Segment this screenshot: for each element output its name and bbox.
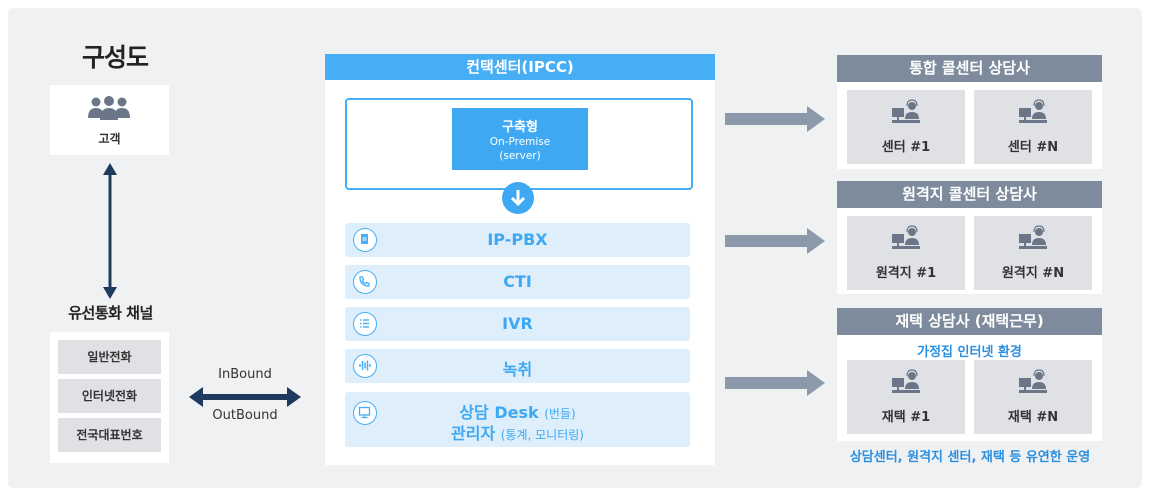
channel-item-general: 일반전화 bbox=[58, 340, 161, 374]
diagram-title: 구성도 bbox=[81, 43, 149, 72]
module-label: CTI bbox=[503, 272, 532, 291]
agent-label: 재택 #1 bbox=[881, 410, 931, 425]
module-ivr: IVR bbox=[345, 307, 690, 341]
bottom-note: 상담센터, 원격지 센터, 재택 등 유연한 운영 bbox=[849, 450, 1091, 465]
module-label: IP-PBX bbox=[487, 230, 548, 249]
agent-icon bbox=[892, 225, 920, 249]
arrow-to-home-agents bbox=[725, 370, 825, 396]
arrow-to-center-agents bbox=[725, 106, 825, 132]
agent-box: 재택 #N bbox=[974, 360, 1092, 434]
onprem-sub1: On-Premise bbox=[489, 136, 551, 148]
desk-line1: 상담 Desk (번들) bbox=[345, 399, 690, 423]
agent-icon bbox=[892, 369, 920, 393]
admin-note: (통계, 모니터링) bbox=[500, 428, 584, 442]
group-header-remote: 원격지 콜센터 상담사 bbox=[837, 181, 1102, 208]
customers-icon bbox=[88, 96, 130, 120]
module-desk: 상담 Desk (번들) 관리자 (통계, 모니터링) bbox=[345, 392, 690, 447]
inbound-label: InBound bbox=[218, 367, 272, 382]
document-icon bbox=[353, 228, 377, 252]
monitor-icon bbox=[353, 401, 377, 425]
horizontal-double-arrow bbox=[189, 387, 301, 407]
waveform-icon bbox=[353, 354, 377, 378]
channel-title: 유선통화 채널 bbox=[68, 304, 153, 322]
onprem-title: 구축형 bbox=[502, 120, 538, 135]
module-cti: CTI bbox=[345, 265, 690, 299]
agent-label: 센터 #N bbox=[1007, 140, 1059, 155]
agent-box: 원격지 #N bbox=[974, 216, 1092, 290]
agent-icon bbox=[1019, 99, 1047, 123]
list-icon bbox=[353, 312, 377, 336]
phone-icon bbox=[353, 270, 377, 294]
group-header-home: 재택 상담사 (재택근무) bbox=[837, 308, 1102, 335]
desk-note: (번들) bbox=[544, 407, 576, 421]
agent-box: 센터 #N bbox=[974, 90, 1092, 164]
down-arrow-icon bbox=[502, 182, 534, 214]
outbound-label: OutBound bbox=[212, 408, 278, 423]
module-recording: 녹취 bbox=[345, 349, 690, 383]
onprem-label-box: 구축형 On-Premise (server) bbox=[452, 108, 588, 170]
agent-label: 센터 #1 bbox=[881, 140, 931, 155]
agent-box: 원격지 #1 bbox=[847, 216, 965, 290]
vertical-double-arrow bbox=[103, 163, 117, 299]
module-ip-pbx: IP-PBX bbox=[345, 223, 690, 257]
arrow-to-remote-agents bbox=[725, 228, 825, 254]
channel-item-national: 전국대표번호 bbox=[58, 418, 161, 452]
customer-label: 고객 bbox=[98, 132, 121, 146]
ipcc-header: 컨택센터(IPCC) bbox=[325, 54, 715, 80]
agent-icon bbox=[1019, 369, 1047, 393]
customer-box: 고객 bbox=[50, 85, 169, 155]
agent-icon bbox=[892, 99, 920, 123]
group-header-center: 통합 콜센터 상담사 bbox=[837, 55, 1102, 82]
agent-box: 재택 #1 bbox=[847, 360, 965, 434]
module-label: 녹취 bbox=[502, 360, 533, 379]
agent-icon bbox=[1019, 225, 1047, 249]
agent-label: 원격지 #1 bbox=[875, 266, 937, 281]
desk-title: 상담 Desk bbox=[459, 403, 539, 422]
home-network-label: 가정집 인터넷 환경 bbox=[917, 345, 1022, 360]
admin-title: 관리자 bbox=[451, 424, 496, 443]
channel-item-internet: 인터넷전화 bbox=[58, 379, 161, 413]
desk-line2: 관리자 (통계, 모니터링) bbox=[345, 420, 690, 444]
channel-box: 일반전화 인터넷전화 전국대표번호 bbox=[50, 332, 169, 463]
agent-box: 센터 #1 bbox=[847, 90, 965, 164]
onprem-sub2: (server) bbox=[499, 150, 541, 162]
agent-label: 원격지 #N bbox=[1001, 266, 1065, 281]
module-label: IVR bbox=[502, 314, 533, 333]
agent-label: 재택 #N bbox=[1007, 410, 1059, 425]
